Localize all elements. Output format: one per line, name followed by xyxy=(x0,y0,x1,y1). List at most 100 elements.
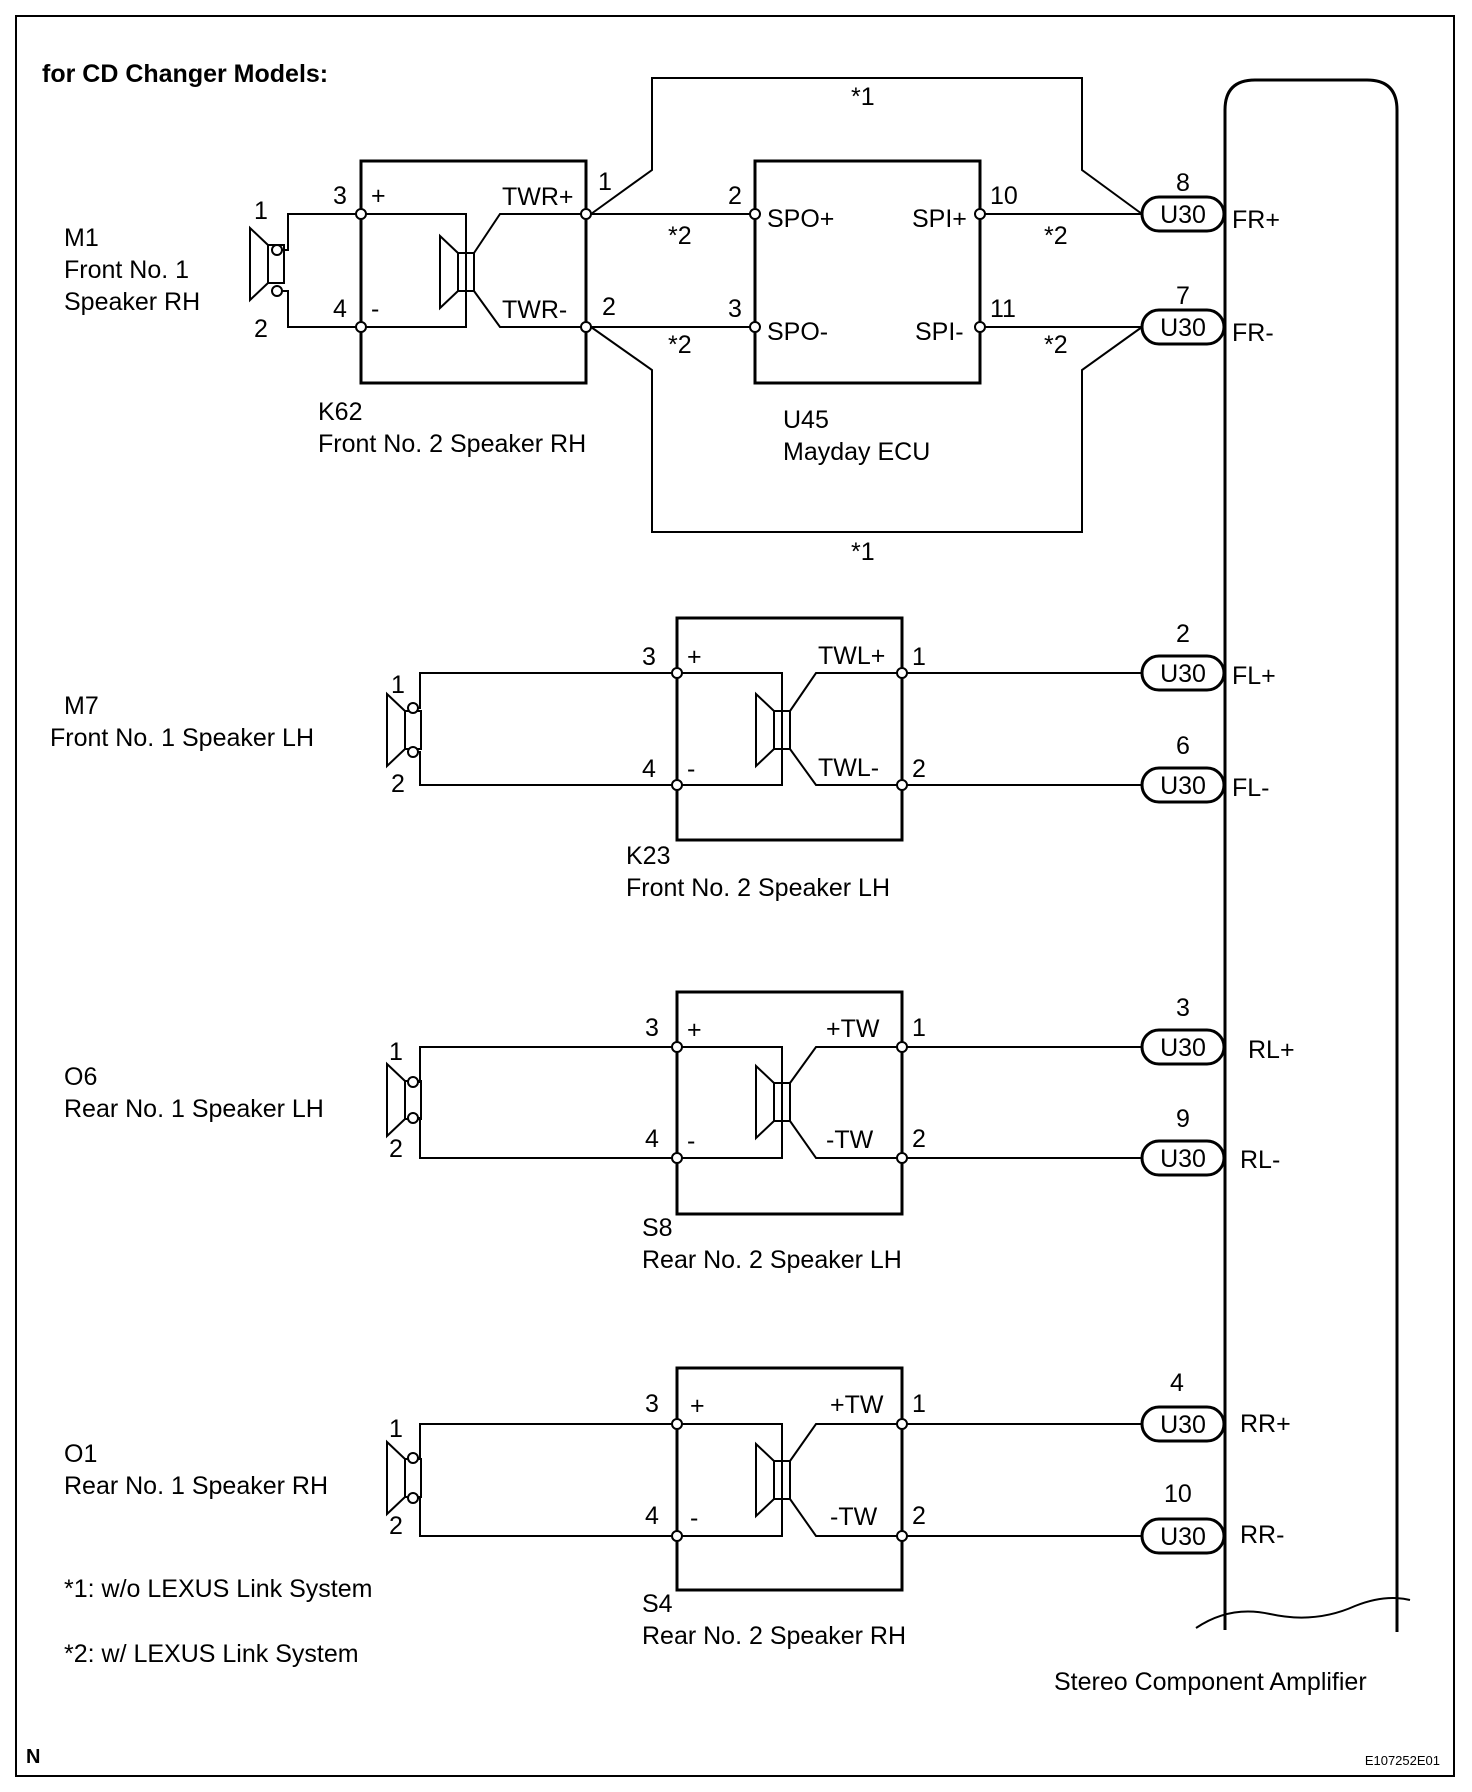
s8-name: Rear No. 2 Speaker LH xyxy=(642,1246,902,1274)
u30-fr-neg-pin: 7 xyxy=(1176,282,1190,310)
mark-n2-spo-pos: *2 xyxy=(668,222,692,250)
k23-pin2-node xyxy=(896,779,908,791)
u45-spi-neg: SPI- xyxy=(915,318,964,346)
o1-pin2-node xyxy=(407,1492,419,1504)
k23-tw-neg: TWL- xyxy=(818,754,879,782)
k62-tweeter-icon xyxy=(439,235,475,309)
m7-pin1: 1 xyxy=(391,671,405,699)
amp-fr-pos-signal: FR+ xyxy=(1232,206,1280,234)
u30-fr-pos-pin: 8 xyxy=(1176,169,1190,197)
u30-rl-neg-pin: 9 xyxy=(1176,1105,1190,1133)
k62-tweeter-box xyxy=(359,159,588,385)
group-rear-rh: 1 2 O1 Rear No. 1 Speaker RH 3 4 + - +TW… xyxy=(64,1366,1291,1650)
u30-rr-pos-connector xyxy=(1140,1405,1226,1443)
o6-speaker-icon xyxy=(386,1063,422,1137)
k62-plus: + xyxy=(371,182,386,210)
k62-code: K62 xyxy=(318,398,362,426)
group-front-lh: 1 2 M7 Front No. 1 Speaker LH 3 4 + - TW… xyxy=(50,616,1276,902)
o1-pin1: 1 xyxy=(389,1415,403,1443)
k62-pin3: 3 xyxy=(333,182,347,210)
s4-pin3: 3 xyxy=(645,1390,659,1418)
u45-pin11-node xyxy=(974,321,986,333)
m1-pin2: 2 xyxy=(254,315,268,343)
k62-pin3-node xyxy=(355,208,367,220)
k62-pin1-node xyxy=(580,208,592,220)
s4-pin2: 2 xyxy=(912,1502,926,1530)
u45-spi-pos: SPI+ xyxy=(912,205,967,233)
u30-fl-pos-connector xyxy=(1140,654,1226,692)
mark-n2-spi-neg: *2 xyxy=(1044,331,1068,359)
u45-mayday-ecu-box xyxy=(753,159,982,385)
o6-pin2: 2 xyxy=(389,1135,403,1163)
mark-n2-spi-pos: *2 xyxy=(1044,222,1068,250)
s4-pin1-node xyxy=(896,1418,908,1430)
k23-pin1: 1 xyxy=(912,643,926,671)
s4-name: Rear No. 2 Speaker RH xyxy=(642,1622,906,1650)
amp-rl-neg-signal: RL- xyxy=(1240,1146,1280,1174)
k23-tw-pos: TWL+ xyxy=(818,642,885,670)
s4-tw-neg: -TW xyxy=(830,1503,878,1531)
s4-tweeter-icon xyxy=(755,1443,791,1517)
u30-fl-pos-pin: 2 xyxy=(1176,620,1190,648)
m7-pin1-node xyxy=(407,702,419,714)
k62-minus: - xyxy=(371,295,379,323)
m1-name-line1: Front No. 1 xyxy=(64,256,189,284)
mark-n1-top: *1 xyxy=(851,83,875,111)
k23-tweeter-box xyxy=(675,616,904,842)
mark-n1-bottom: *1 xyxy=(851,538,875,566)
s8-pin3: 3 xyxy=(645,1014,659,1042)
s8-pin4: 4 xyxy=(645,1125,659,1153)
u30-rl-pos-label: U30 xyxy=(1160,1034,1206,1062)
s4-pin4-node xyxy=(671,1530,683,1542)
s8-tw-neg: -TW xyxy=(826,1126,874,1154)
amplifier-name: Stereo Component Amplifier xyxy=(1054,1668,1367,1696)
m7-pin2-node xyxy=(407,746,419,758)
s8-pin1-node xyxy=(896,1041,908,1053)
s8-plus: + xyxy=(687,1016,702,1044)
m7-pin2: 2 xyxy=(391,770,405,798)
k23-plus: + xyxy=(687,643,702,671)
u45-pin11: 11 xyxy=(990,295,1016,323)
m7-code: M7 xyxy=(64,692,99,720)
u45-pin2-node xyxy=(749,208,761,220)
note-2: *2: w/ LEXUS Link System xyxy=(64,1640,359,1668)
m7-name: Front No. 1 Speaker LH xyxy=(50,724,314,752)
u45-pin3: 3 xyxy=(728,295,742,323)
k62-pin4-node xyxy=(355,321,367,333)
k23-minus: - xyxy=(687,755,695,783)
s4-code: S4 xyxy=(642,1590,673,1618)
o6-code: O6 xyxy=(64,1063,97,1091)
note-1: *1: w/o LEXUS Link System xyxy=(64,1575,372,1603)
u30-fr-pos-label: U30 xyxy=(1160,201,1206,229)
s4-pin1: 1 xyxy=(912,1390,926,1418)
amp-rr-neg-signal: RR- xyxy=(1240,1521,1284,1549)
s8-minus: - xyxy=(687,1127,695,1155)
amp-fl-neg-signal: FL- xyxy=(1232,774,1270,802)
m1-pin1: 1 xyxy=(254,197,268,225)
k62-tw-pos: TWR+ xyxy=(502,183,574,211)
k62-tw-neg: TWR- xyxy=(502,296,567,324)
u30-fr-pos-connector xyxy=(1140,195,1226,233)
s4-tw-pos: +TW xyxy=(830,1391,884,1419)
u30-rr-pos-label: U30 xyxy=(1160,1411,1206,1439)
m1-name-line2: Speaker RH xyxy=(64,288,200,316)
k62-pin2: 2 xyxy=(602,293,616,321)
o1-pin2: 2 xyxy=(389,1512,403,1540)
corner-label-left: N xyxy=(26,1746,40,1768)
s4-tweeter-box xyxy=(675,1366,904,1592)
group-rear-lh: 1 2 O6 Rear No. 1 Speaker LH 3 4 + - +TW… xyxy=(64,990,1295,1274)
s8-tw-pos: +TW xyxy=(826,1015,880,1043)
u45-spo-neg: SPO- xyxy=(767,318,828,346)
u30-rl-pos-connector xyxy=(1140,1028,1226,1066)
u30-rl-pos-pin: 3 xyxy=(1176,994,1190,1022)
k23-tweeter-icon xyxy=(755,693,791,767)
s4-minus: - xyxy=(690,1504,698,1532)
o6-name: Rear No. 1 Speaker LH xyxy=(64,1095,324,1123)
u45-pin3-node xyxy=(749,321,761,333)
u45-pin2: 2 xyxy=(728,182,742,210)
u30-rr-neg-pin: 10 xyxy=(1164,1480,1192,1508)
u45-pin10-node xyxy=(974,208,986,220)
s8-pin2-node xyxy=(896,1152,908,1164)
k23-name: Front No. 2 Speaker LH xyxy=(626,874,890,902)
